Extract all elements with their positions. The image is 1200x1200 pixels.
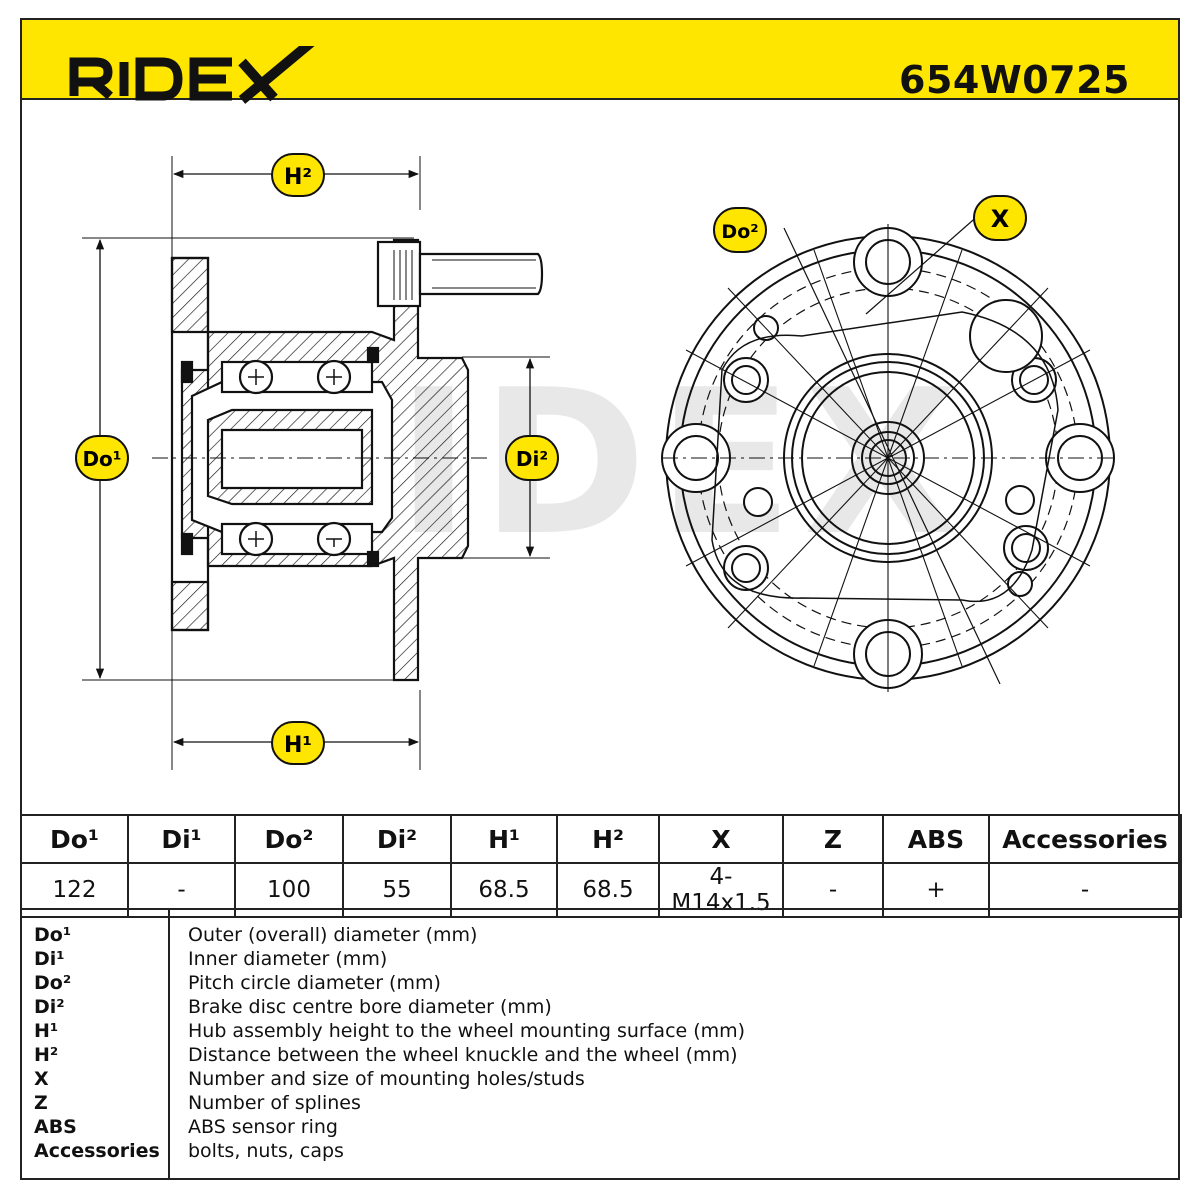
legend-key: Di²	[34, 996, 65, 1018]
callout-h2: H²	[271, 153, 325, 197]
table-header-cell: H¹	[450, 814, 558, 864]
legend-key: Di¹	[34, 948, 65, 970]
legend-key: H¹	[34, 1020, 59, 1042]
legend: Do¹ Outer (overall) diameter (mm) Di¹ In…	[20, 908, 1180, 1180]
table-header-cell: Z	[782, 814, 884, 864]
legend-key: Z	[34, 1092, 48, 1114]
callout-x: X	[973, 195, 1027, 241]
legend-row: Do² Pitch circle diameter (mm)	[22, 972, 1178, 996]
legend-key: Do²	[34, 972, 72, 994]
table-header-cell: Di²	[342, 814, 452, 864]
table-header-cell: Di¹	[127, 814, 236, 864]
callout-h1: H¹	[271, 721, 325, 765]
legend-row: H¹ Hub assembly height to the wheel moun…	[22, 1020, 1178, 1044]
header-bar: 654W0725	[20, 18, 1180, 104]
ridex-logo	[69, 46, 315, 104]
table-header-cell: H²	[556, 814, 660, 864]
table-header-cell: X	[658, 814, 784, 864]
table-header-cell: Do²	[234, 814, 344, 864]
table-header-row: Do¹ Di¹ Do² Di² H¹ H² X Z ABS Accessorie…	[20, 814, 1182, 864]
legend-row: Accessories bolts, nuts, caps	[22, 1140, 1178, 1164]
svg-text:Do¹: Do¹	[82, 447, 121, 471]
svg-text:X: X	[991, 205, 1010, 233]
svg-text:Di²: Di²	[516, 447, 548, 471]
spec-table: Do¹ Di¹ Do² Di² H¹ H² X Z ABS Accessorie…	[20, 814, 1182, 918]
hub-side-view	[82, 156, 550, 770]
legend-description: Inner diameter (mm)	[188, 948, 388, 970]
legend-row: X Number and size of mounting holes/stud…	[22, 1068, 1178, 1092]
legend-row: Di² Brake disc centre bore diameter (mm)	[22, 996, 1178, 1020]
legend-row: ABS ABS sensor ring	[22, 1116, 1178, 1140]
table-header-cell: ABS	[882, 814, 990, 864]
svg-text:H²: H²	[284, 165, 312, 190]
svg-text:Do²: Do²	[721, 221, 758, 243]
legend-key: X	[34, 1068, 49, 1090]
legend-key: ABS	[34, 1116, 77, 1138]
legend-description: bolts, nuts, caps	[188, 1140, 344, 1162]
callout-do2: Do²	[713, 207, 767, 253]
legend-description: ABS sensor ring	[188, 1116, 338, 1138]
legend-description: Outer (overall) diameter (mm)	[188, 924, 478, 946]
hub-front-view	[661, 213, 1115, 692]
legend-description: Distance between the wheel knuckle and t…	[188, 1044, 738, 1066]
part-number: 654W0725	[899, 58, 1130, 102]
legend-divider	[168, 910, 170, 1180]
technical-drawing: RIDEX	[75, 153, 1115, 770]
legend-row: Di¹ Inner diameter (mm)	[22, 948, 1178, 972]
legend-row: Do¹ Outer (overall) diameter (mm)	[22, 924, 1178, 948]
callout-di2: Di²	[505, 435, 559, 481]
table-header-cell: Accessories	[988, 814, 1182, 864]
legend-description: Number and size of mounting holes/studs	[188, 1068, 585, 1090]
legend-description: Number of splines	[188, 1092, 361, 1114]
svg-text:H¹: H¹	[284, 733, 312, 758]
legend-key: Accessories	[34, 1140, 160, 1162]
legend-description: Hub assembly height to the wheel mountin…	[188, 1020, 746, 1042]
legend-description: Brake disc centre bore diameter (mm)	[188, 996, 552, 1018]
legend-key: Do¹	[34, 924, 72, 946]
legend-key: H²	[34, 1044, 59, 1066]
legend-description: Pitch circle diameter (mm)	[188, 972, 441, 994]
table-header-cell: Do¹	[20, 814, 129, 864]
callout-do1: Do¹	[75, 435, 129, 481]
legend-row: Z Number of splines	[22, 1092, 1178, 1116]
legend-row: H² Distance between the wheel knuckle an…	[22, 1044, 1178, 1068]
